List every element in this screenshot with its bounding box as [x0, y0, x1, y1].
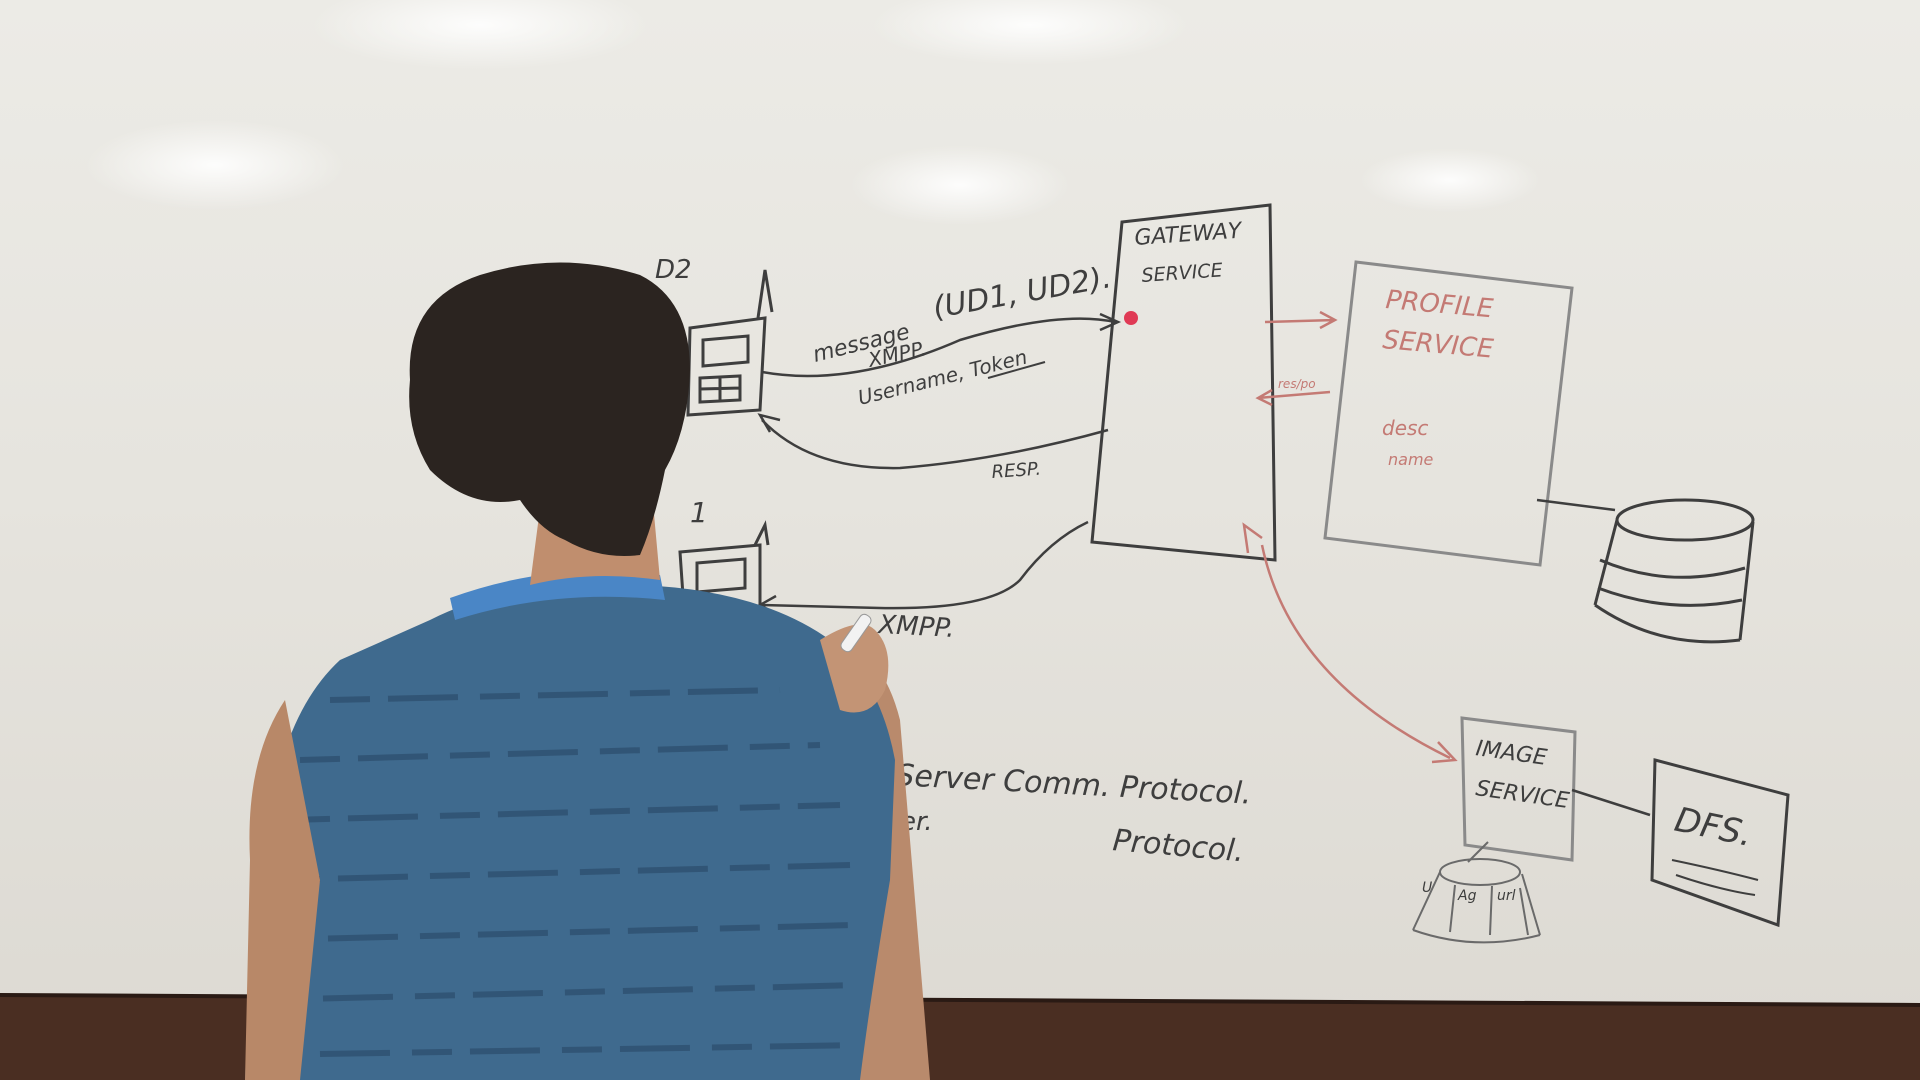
profile-service-box	[1323, 260, 1574, 567]
image-to-dfs-line	[1571, 788, 1651, 817]
red-marker-dot	[1124, 311, 1138, 325]
device-bottom-label: 1	[690, 496, 708, 529]
person-head-hair	[409, 262, 690, 556]
device-top-label: D2	[655, 255, 692, 285]
gateway-service-box	[1090, 203, 1277, 562]
person-hand	[820, 624, 889, 713]
server-comm-label: Server Comm. Protocol.	[895, 758, 1253, 812]
profile-note-line2: name	[1388, 450, 1434, 469]
image-label-line2: SERVICE	[1474, 776, 1571, 814]
person-torso	[245, 583, 895, 1080]
dfs-label: DFS.	[1671, 800, 1756, 855]
message-arrow	[761, 312, 1122, 378]
resp-label: RESP.	[991, 459, 1042, 483]
xmpp-bottom-arrow	[757, 520, 1089, 616]
image-database-icon	[1412, 841, 1541, 944]
db-cell-3: url	[1497, 888, 1516, 904]
db-cell-1: U	[1422, 880, 1432, 896]
gateway-to-profile-arrow	[1264, 310, 1338, 330]
users-label: (UD1, UD2).	[930, 260, 1114, 326]
profile-to-gateway-arrow	[1255, 388, 1331, 407]
light-reflection	[1360, 148, 1540, 212]
person-shirt-texture	[261, 687, 861, 1058]
gateway-label-line1: GATEWAY	[1134, 218, 1244, 251]
person	[245, 262, 930, 1080]
resp-arrow	[757, 413, 1109, 470]
light-reflection	[870, 0, 1190, 65]
image-service-box	[1460, 716, 1577, 862]
profile-label-line1: PROFILE	[1384, 285, 1495, 324]
person-collar	[450, 570, 665, 620]
database-line	[1536, 498, 1616, 512]
profile-note-line1: desc	[1382, 416, 1428, 440]
db-cell-2: Ag	[1457, 888, 1477, 904]
dfs-underline	[1671, 859, 1759, 896]
token-underline	[987, 361, 1046, 379]
database-icon	[1593, 498, 1755, 644]
light-reflection	[850, 145, 1070, 225]
person-arm-left	[245, 700, 320, 1080]
image-arrow-head	[1431, 741, 1458, 764]
gateway-label-line2: SERVICE	[1141, 259, 1223, 287]
profile-label-line2: SERVICE	[1381, 325, 1495, 365]
small-red-label: res/po	[1278, 377, 1316, 391]
light-reflection	[310, 0, 650, 70]
xmpp-bottom-label: XMPP.	[876, 610, 956, 644]
gateway-image-arrow	[1242, 522, 1451, 760]
image-label-line1: IMAGE	[1474, 736, 1548, 771]
dfs-box	[1650, 758, 1790, 928]
light-reflection	[85, 120, 345, 210]
protocol-label: Protocol.	[1111, 823, 1245, 869]
marker-pen	[840, 613, 872, 653]
device-top-icon	[686, 269, 774, 417]
